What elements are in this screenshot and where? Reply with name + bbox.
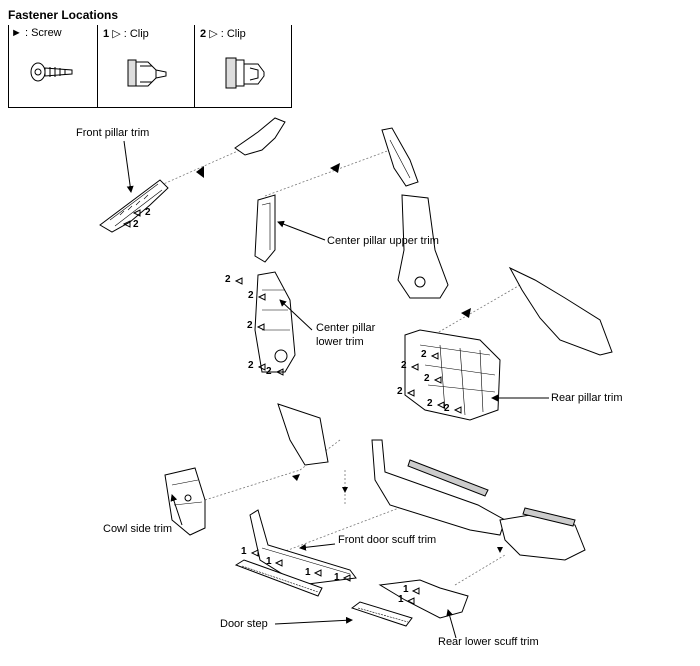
front-pillar-upper-piece <box>234 117 286 156</box>
clip-number: 1 <box>305 567 311 578</box>
clip-number: 2 <box>248 290 254 301</box>
legend-clip2-box: 2 ▷ : Clip <box>195 25 292 108</box>
clip-number: 2 <box>145 207 151 218</box>
label-rear-lower-scuff-trim: Rear lower scuff trim <box>438 636 539 648</box>
clip-number: 2 <box>444 403 450 414</box>
legend-clip2-number: 2 <box>200 28 207 40</box>
page-title: Fastener Locations <box>8 8 119 22</box>
label-rear-pillar-trim: Rear pillar trim <box>551 392 623 404</box>
label-door-step: Door step <box>220 618 268 630</box>
clip-markers <box>122 209 462 605</box>
clip-number: 1 <box>241 546 247 557</box>
center-pillar-upper-part-b <box>381 127 419 187</box>
clip-number: 2 <box>421 349 427 360</box>
cowl-side-trim-panel <box>277 403 329 466</box>
legend-clip1-box: 1 ▷ : Clip <box>98 25 195 108</box>
center-pillar-lower-trim <box>254 271 296 373</box>
rear-floor-trim <box>499 507 586 561</box>
label-front-door-scuff-trim: Front door scuff trim <box>338 534 437 546</box>
center-pillar-upper-trim <box>254 194 276 263</box>
screw-icon <box>30 62 73 82</box>
leader-lines <box>123 140 549 639</box>
clip-number: 2 <box>248 360 254 371</box>
front-pillar-trim <box>99 179 169 233</box>
clip-number: 2 <box>225 274 231 285</box>
rear-door-step <box>350 601 413 627</box>
center-pillar-lower-part-b <box>397 194 449 299</box>
legend-clip2-label: : Clip <box>220 28 246 40</box>
cowl-side-trim <box>164 467 206 536</box>
screw-arrow-icon: ► <box>11 27 22 39</box>
label-center-pillar-lower-trim-line1: Center pillar <box>316 322 376 334</box>
clip-number: 2 <box>424 373 430 384</box>
clip-number: 2 <box>427 398 433 409</box>
clip2-icon <box>225 57 265 89</box>
rear-pillar-trim <box>404 329 501 421</box>
rear-lower-scuff-trim <box>378 579 469 619</box>
clip-number: 1 <box>398 594 404 605</box>
clip-triangle-icon: ▷ <box>209 28 218 40</box>
clip-number: 2 <box>133 219 139 230</box>
clip-number: 2 <box>266 366 272 377</box>
screw-markers <box>196 163 503 553</box>
clip-number: 2 <box>401 360 407 371</box>
clip-number: 1 <box>266 556 272 567</box>
clip1-icon <box>127 59 167 87</box>
rear-pillar-outer-panel <box>508 266 613 356</box>
clip-number: 2 <box>247 320 253 331</box>
legend-clip1-number: 1 <box>103 28 110 40</box>
clip-number: 1 <box>403 584 409 595</box>
clip-number: 2 <box>397 386 403 397</box>
legend-screw-label: : Screw <box>24 27 62 39</box>
door-step <box>234 559 323 597</box>
front-door-scuff-trim <box>249 509 357 586</box>
clip-number: 1 <box>334 572 340 583</box>
label-cowl-side-trim: Cowl side trim <box>103 523 173 535</box>
label-center-pillar-lower-trim-line2: lower trim <box>316 336 364 348</box>
rear-sill-trim <box>371 439 506 536</box>
label-center-pillar-upper-trim: Center pillar upper trim <box>327 235 439 247</box>
legend-screw-box: ► : Screw <box>8 25 98 108</box>
clip-triangle-icon: ▷ <box>112 28 121 40</box>
legend-clip1-label: : Clip <box>123 28 149 40</box>
label-front-pillar-trim: Front pillar trim <box>76 127 150 139</box>
